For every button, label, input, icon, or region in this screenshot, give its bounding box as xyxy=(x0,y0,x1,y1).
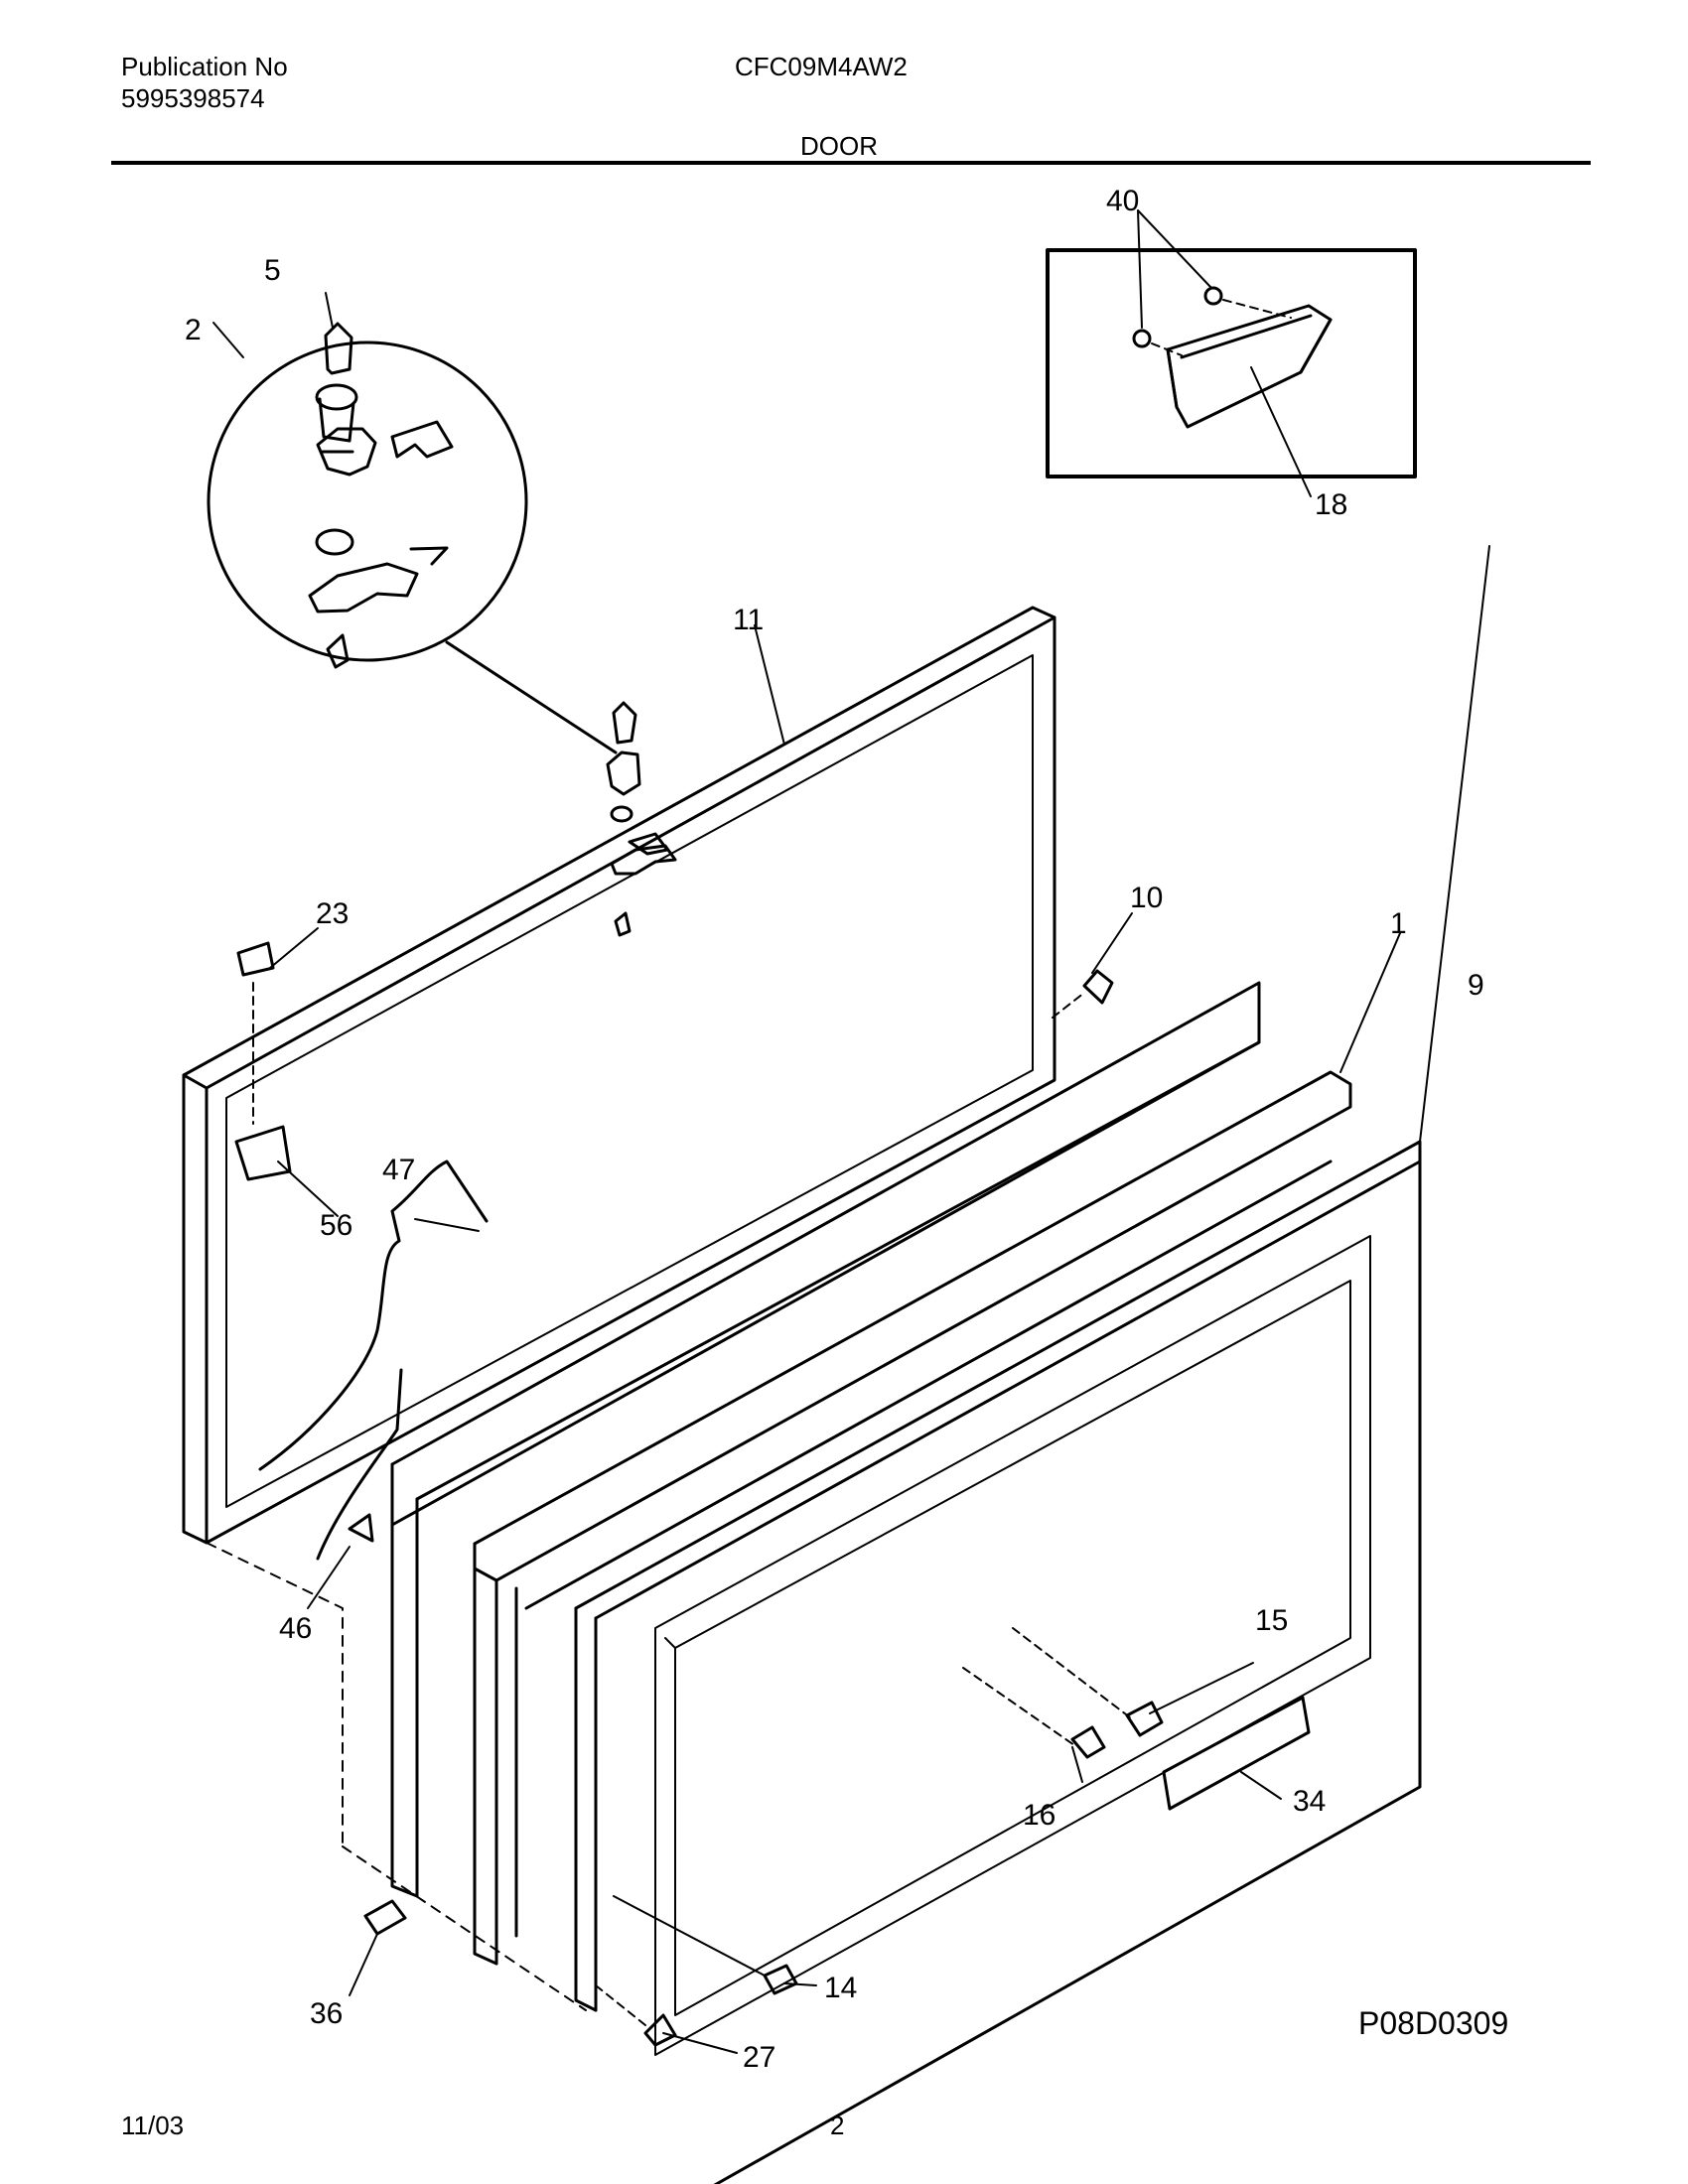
lock-detail-circle xyxy=(207,341,528,662)
lens-part-34 xyxy=(1162,1696,1311,1811)
gasket-part-1 xyxy=(473,1070,1352,1966)
screw-part-27 xyxy=(643,2013,677,2047)
model-number: CFC09M4AW2 xyxy=(735,52,908,81)
callout-56: 56 xyxy=(320,1209,352,1242)
callout-23: 23 xyxy=(316,897,349,930)
wire-part-46 xyxy=(316,1368,403,1561)
screw-40b xyxy=(1132,329,1152,348)
hinge-part-36 xyxy=(363,1899,407,1936)
callout-16: 16 xyxy=(1023,1799,1055,1832)
callout-9: 9 xyxy=(1468,969,1484,1002)
callout-18: 18 xyxy=(1315,488,1347,521)
insulation-panel xyxy=(390,981,1261,1898)
publication-label: Publication No xyxy=(121,52,288,81)
callout-10: 10 xyxy=(1130,882,1163,914)
clip-part-23 xyxy=(236,941,275,977)
screw-part-46 xyxy=(348,1513,374,1543)
callout-36: 36 xyxy=(310,1997,343,2030)
callout-1: 1 xyxy=(1390,907,1407,940)
socket-part-16 xyxy=(1070,1725,1106,1759)
inset-box xyxy=(1046,248,1417,478)
callout-47: 47 xyxy=(382,1154,415,1186)
outer-panel-part-9 xyxy=(574,1140,1422,2184)
bulb-part-15 xyxy=(1125,1701,1164,1737)
callout-34: 34 xyxy=(1293,1785,1326,1818)
lock-detail-parts xyxy=(308,322,454,669)
detail-leader xyxy=(445,640,618,754)
clip-part-56 xyxy=(234,1125,292,1181)
footer-date: 11/03 xyxy=(121,2111,185,2140)
callout-5: 5 xyxy=(264,254,281,287)
callout-15: 15 xyxy=(1255,1604,1288,1637)
header-rule xyxy=(111,161,1591,165)
plug-part-10 xyxy=(1082,969,1114,1005)
handle-part-18 xyxy=(1166,304,1333,429)
callout-11: 11 xyxy=(733,604,764,636)
wire-part-47 xyxy=(258,1160,489,1471)
publication-number: 5995398574 xyxy=(121,83,265,113)
callout-27: 27 xyxy=(743,2041,775,2074)
callout-46: 46 xyxy=(279,1612,312,1645)
callout-40: 40 xyxy=(1106,185,1139,217)
callout-2: 2 xyxy=(185,314,202,346)
screw-40a xyxy=(1203,286,1223,306)
door-lock-parts xyxy=(606,701,677,937)
liner-part-11 xyxy=(182,606,1056,1545)
section-title: DOOR xyxy=(800,131,878,161)
diagram-code: P08D0309 xyxy=(1358,2005,1509,2041)
callout-14: 14 xyxy=(824,1972,857,2004)
